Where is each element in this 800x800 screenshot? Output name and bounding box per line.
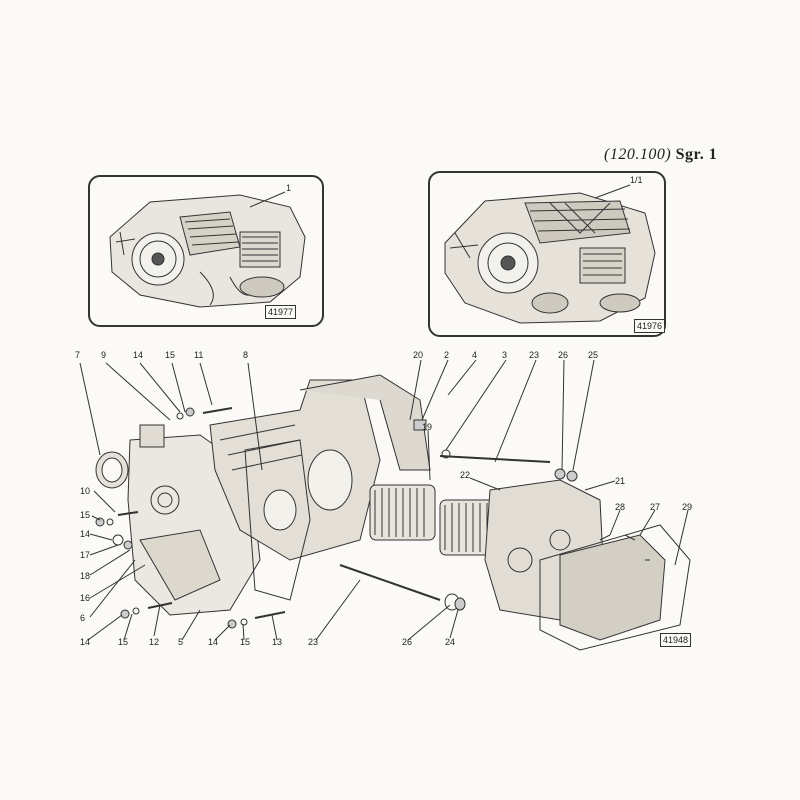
callout-14-mid: 14 bbox=[208, 637, 218, 647]
callout-9: 9 bbox=[101, 350, 106, 360]
figure-ref-left: 41977 bbox=[265, 305, 297, 319]
callout-19: 19 bbox=[422, 422, 432, 432]
callout-23-upper: 23 bbox=[529, 350, 539, 360]
callout-16: 16 bbox=[80, 593, 90, 603]
callout-15: 15 bbox=[165, 350, 175, 360]
callout-15-mid: 15 bbox=[240, 637, 250, 647]
engine-assembly-illustration-left: 1 bbox=[109, 183, 306, 308]
callout-2: 2 bbox=[444, 350, 449, 360]
callout-25: 25 bbox=[588, 350, 598, 360]
callout-15-bottom: 15 bbox=[118, 637, 128, 647]
engine-assembly-illustration-right: 1/1 bbox=[444, 175, 656, 324]
callout-15-left: 15 bbox=[80, 510, 90, 520]
callout-13: 13 bbox=[272, 637, 282, 647]
callout-4: 4 bbox=[472, 350, 477, 360]
valve-cover bbox=[559, 534, 666, 641]
figure-ref-right: 41976 bbox=[634, 319, 666, 333]
section-code: (120.100) bbox=[604, 146, 672, 163]
long-stud-lower bbox=[339, 564, 441, 601]
callout-7: 7 bbox=[75, 350, 80, 360]
callout-26-upper: 26 bbox=[558, 350, 568, 360]
engine-view-panel-left: 1 41977 bbox=[88, 175, 324, 327]
page-header: (120.100) Sgr. 1 bbox=[604, 146, 717, 164]
cylinder-barrels bbox=[369, 484, 501, 556]
callout-26-lower: 26 bbox=[402, 637, 412, 647]
callout-14: 14 bbox=[133, 350, 143, 360]
callout-20: 20 bbox=[413, 350, 423, 360]
callout-21: 21 bbox=[615, 476, 625, 486]
group-label: Sgr. 1 bbox=[675, 146, 718, 163]
callout-5: 5 bbox=[178, 637, 183, 647]
callout-22: 22 bbox=[460, 470, 470, 480]
callout-14-left: 14 bbox=[80, 529, 90, 539]
callout-24: 24 bbox=[445, 637, 455, 647]
gasket bbox=[244, 439, 311, 601]
callout-11: 11 bbox=[194, 350, 203, 360]
figure-ref-main: 41948 bbox=[660, 633, 692, 647]
callout-6: 6 bbox=[80, 613, 85, 623]
callout-view-left: 1 bbox=[286, 183, 291, 193]
callout-18: 18 bbox=[80, 571, 90, 581]
callout-29: 29 bbox=[682, 502, 692, 512]
long-stud-upper bbox=[439, 455, 551, 463]
callout-3: 3 bbox=[502, 350, 507, 360]
valve-cover-gasket bbox=[539, 524, 691, 651]
stud bbox=[202, 407, 233, 414]
engine-view-panel-right: 1/1 41976 bbox=[428, 171, 666, 337]
callout-view-right: 1/1 bbox=[630, 175, 643, 185]
callout-17: 17 bbox=[80, 550, 90, 560]
callout-28: 28 bbox=[615, 502, 625, 512]
callout-12: 12 bbox=[149, 637, 159, 647]
callout-27: 27 bbox=[650, 502, 660, 512]
callout-8: 8 bbox=[243, 350, 248, 360]
callout-14-bottom: 14 bbox=[80, 637, 90, 647]
callout-23-lower: 23 bbox=[308, 637, 318, 647]
callout-10: 10 bbox=[80, 486, 90, 496]
